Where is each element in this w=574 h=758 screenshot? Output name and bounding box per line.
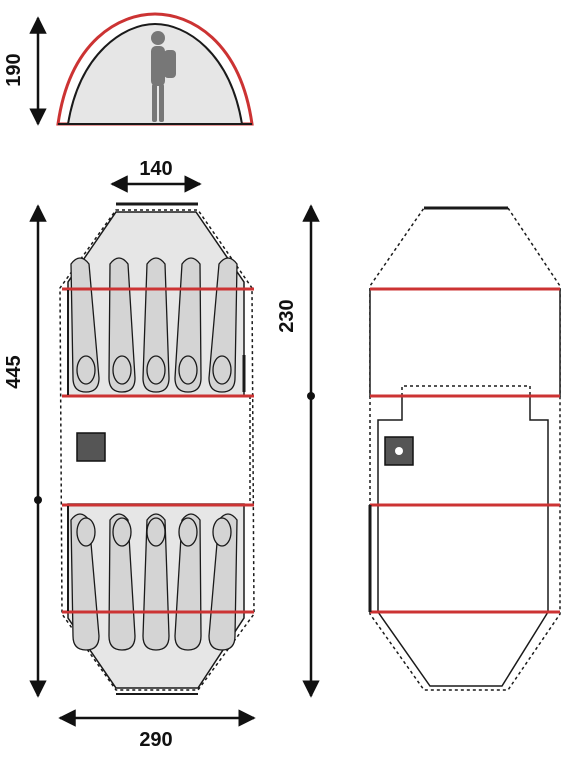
plan-view-right [368, 206, 561, 691]
sleeping-bag [208, 513, 238, 651]
front-elevation: 190 [3, 12, 254, 126]
sleeping-bags-bottom-room [70, 513, 238, 651]
inner-width-label: 140 [139, 158, 172, 180]
sleeping-bag-pillow [212, 355, 232, 385]
sleeping-bag-pillow [146, 517, 166, 547]
sleeping-bag-pillow [112, 355, 132, 385]
width-label: 290 [139, 729, 172, 751]
sleeping-bag [70, 513, 100, 651]
sleeping-bag [174, 257, 202, 393]
sleeping-bag-pillow [112, 517, 132, 547]
length-label: 445 [3, 355, 25, 388]
sleeping-bag [108, 257, 136, 393]
inner-length-label: 230 [276, 299, 298, 332]
height-label: 190 [3, 53, 25, 86]
sleeping-bag-pillow [178, 355, 198, 385]
sleeping-bag [174, 513, 202, 651]
sleeping-bag [142, 513, 170, 651]
right-flysheet-outline [369, 207, 561, 691]
sleeping-bag-pillow [146, 355, 166, 385]
sleeping-bag-pillow [76, 355, 96, 385]
sleeping-bag-pillow [76, 517, 96, 547]
sleeping-bag [108, 513, 136, 651]
sleeping-bag-pillow [178, 517, 198, 547]
inner-length-dimension: 230 [276, 204, 320, 698]
sleeping-bag-pillow [212, 517, 232, 547]
sleeping-bag [142, 257, 170, 393]
plan-view-left: 140 445 290 [3, 158, 256, 751]
person-silhouette-icon [151, 31, 176, 122]
lantern-square-icon [76, 432, 106, 462]
sleeping-bags-top-room [70, 257, 238, 393]
